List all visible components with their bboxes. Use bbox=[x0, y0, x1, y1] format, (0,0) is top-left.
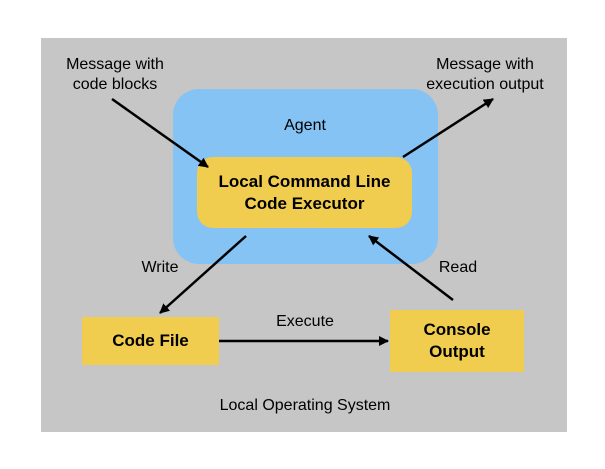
console-output-line-2: Output bbox=[429, 342, 485, 361]
write-arrow bbox=[159, 235, 247, 314]
agent-label: Agent bbox=[284, 117, 326, 134]
output-message-label: Message with execution output bbox=[405, 55, 565, 95]
output-message-arrow bbox=[402, 97, 494, 159]
code-executor-label: Local Command Line Code Executor bbox=[197, 157, 412, 228]
code-executor-box bbox=[197, 157, 412, 228]
console-output-label: Console Output bbox=[390, 310, 524, 372]
code-file-box bbox=[82, 317, 219, 365]
local-operating-system-label: Local Operating System bbox=[219, 397, 391, 414]
input-message-line-2: code blocks bbox=[72, 76, 158, 93]
console-output-box bbox=[390, 310, 524, 372]
execute-label: Execute bbox=[276, 313, 334, 330]
input-message-label: Message with code blocks bbox=[40, 55, 190, 95]
output-message-line-1: Message with bbox=[436, 56, 534, 73]
console-output-line-1: Console bbox=[423, 320, 491, 339]
code-file-label: Code File bbox=[112, 331, 189, 350]
input-message-arrow bbox=[111, 97, 209, 169]
read-label: Read bbox=[438, 259, 478, 276]
code-executor-line-1: Local Command Line bbox=[218, 171, 391, 191]
write-label: Write bbox=[141, 259, 179, 276]
code-executor-line-2: Code Executor bbox=[244, 193, 365, 213]
output-message-line-2: execution output bbox=[426, 76, 544, 93]
input-message-line-1: Message with bbox=[66, 56, 164, 73]
read-arrow bbox=[368, 235, 454, 301]
